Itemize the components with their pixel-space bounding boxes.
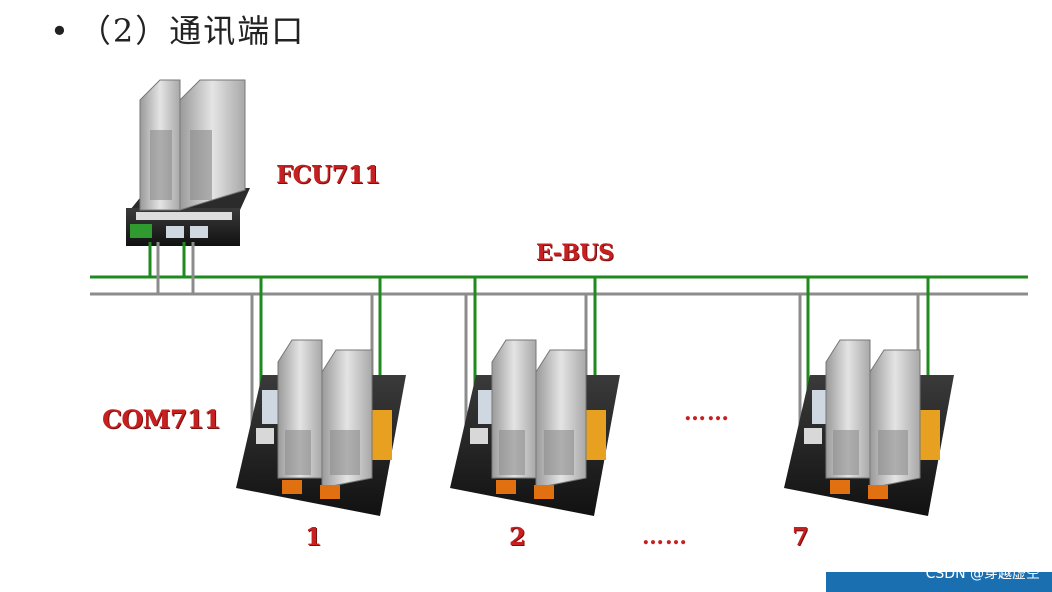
ellipsis-between-nodes: …… (684, 400, 730, 426)
watermark: CSDN @穿越虚空 (925, 566, 1040, 582)
node-number-2: 2 (509, 522, 526, 551)
fcu711-device (126, 79, 250, 246)
title-text: （2）通讯端口 (78, 12, 306, 50)
ebus-label: E-BUS (536, 240, 614, 266)
com711-device-1 (236, 339, 406, 516)
com711-device-2 (450, 339, 620, 516)
ellipsis-node-numbers: …… (642, 524, 688, 550)
slide-title: •（2）通讯端口 (50, 6, 305, 52)
node-number-1: 1 (305, 522, 322, 551)
node-number-7: 7 (792, 522, 809, 551)
com711-label: COM711 (102, 405, 221, 434)
fcu711-label: FCU711 (276, 160, 381, 189)
bullet: • (50, 12, 71, 50)
com711-device-7 (784, 339, 954, 516)
footer-band (826, 572, 1052, 592)
